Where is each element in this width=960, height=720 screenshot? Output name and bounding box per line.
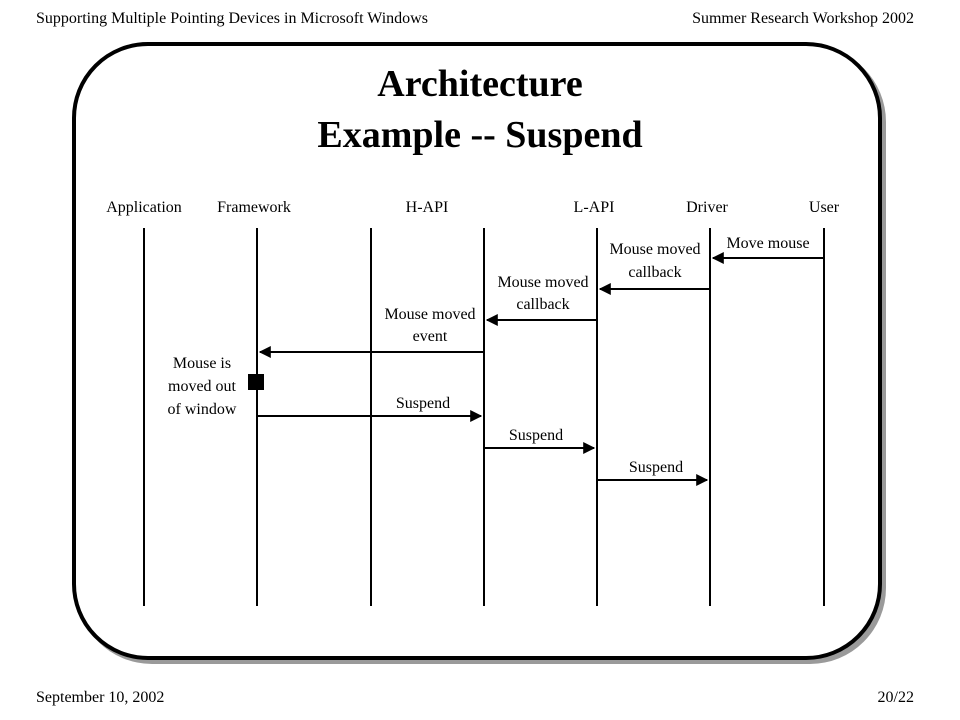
lane-label-l-api: L-API [574,199,615,216]
lane-label-application: Application [106,199,182,216]
footer-date: September 10, 2002 [36,689,165,706]
header-left-text: Supporting Multiple Pointing Devices in … [36,10,428,27]
note-label-line-1: Mouse is [173,355,231,372]
footer-page-number: 20/22 [877,689,914,706]
header-right-text: Summer Research Workshop 2002 [692,10,914,27]
slide-title-line-2: Example -- Suspend [317,114,643,156]
lane-label-framework: Framework [217,199,291,216]
message-label-5-line-1: Suspend [396,395,450,412]
note-label-line-2: moved out [168,378,237,395]
activation-box [248,374,264,390]
message-label-4-line-2: event [413,328,448,345]
lane-label-driver: Driver [686,199,728,216]
message-label-4-line-1: Mouse moved [384,306,475,323]
lane-label-user: User [809,199,840,216]
message-label-1-line-1: Move mouse [726,235,809,252]
lane-label-h-api: H-API [406,199,449,216]
note-label-line-3: of window [168,401,237,418]
slide-title-line-1: Architecture [377,63,583,105]
message-label-7-line-1: Suspend [629,459,683,476]
message-label-6-line-1: Suspend [509,427,563,444]
message-label-3-line-1: Mouse moved [497,274,588,291]
message-label-3-line-2: callback [516,296,569,313]
message-label-2-line-2: callback [628,264,681,281]
message-label-2-line-1: Mouse moved [609,241,700,258]
